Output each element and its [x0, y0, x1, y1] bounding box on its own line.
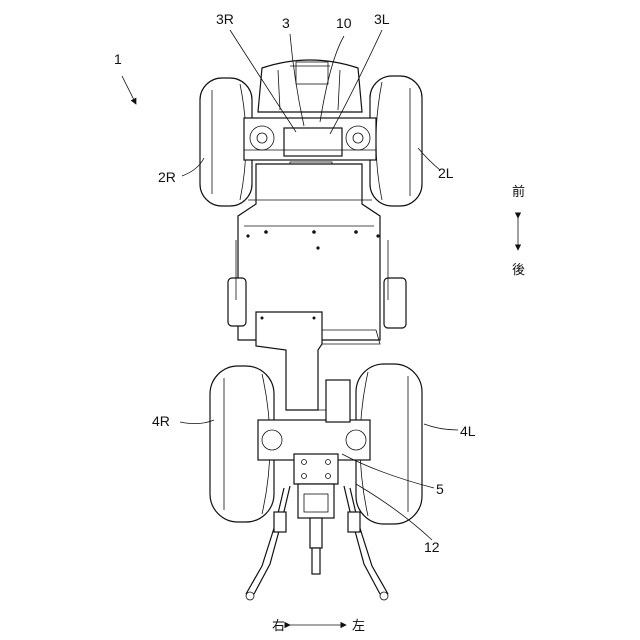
label-front-wheel-right: 2R [158, 169, 176, 185]
direction-right: 右 [272, 619, 285, 634]
direction-left: 左 [352, 619, 365, 634]
label-hood: 10 [336, 15, 352, 31]
label-front-wheel-left: 2L [438, 165, 454, 181]
direction-indicator-vertical: 前 後 [512, 184, 525, 278]
label-three-point-link: 12 [424, 539, 440, 555]
label-front-axle-right: 3R [216, 11, 234, 27]
label-vehicle: 1 [114, 51, 122, 67]
direction-rear: 後 [512, 263, 525, 278]
label-front-axle-center: 3 [282, 15, 290, 31]
label-front-axle-left: 3L [374, 11, 390, 27]
label-rear-wheel-right: 4R [152, 413, 170, 429]
direction-indicator-horizontal: 右 左 [272, 619, 365, 634]
direction-front: 前 [512, 184, 525, 200]
hitch [294, 454, 338, 518]
label-rear-wheel-left: 4L [460, 423, 476, 439]
front-left-wheel [370, 76, 422, 206]
label-hitch: 5 [436, 481, 444, 497]
hood [258, 60, 362, 112]
